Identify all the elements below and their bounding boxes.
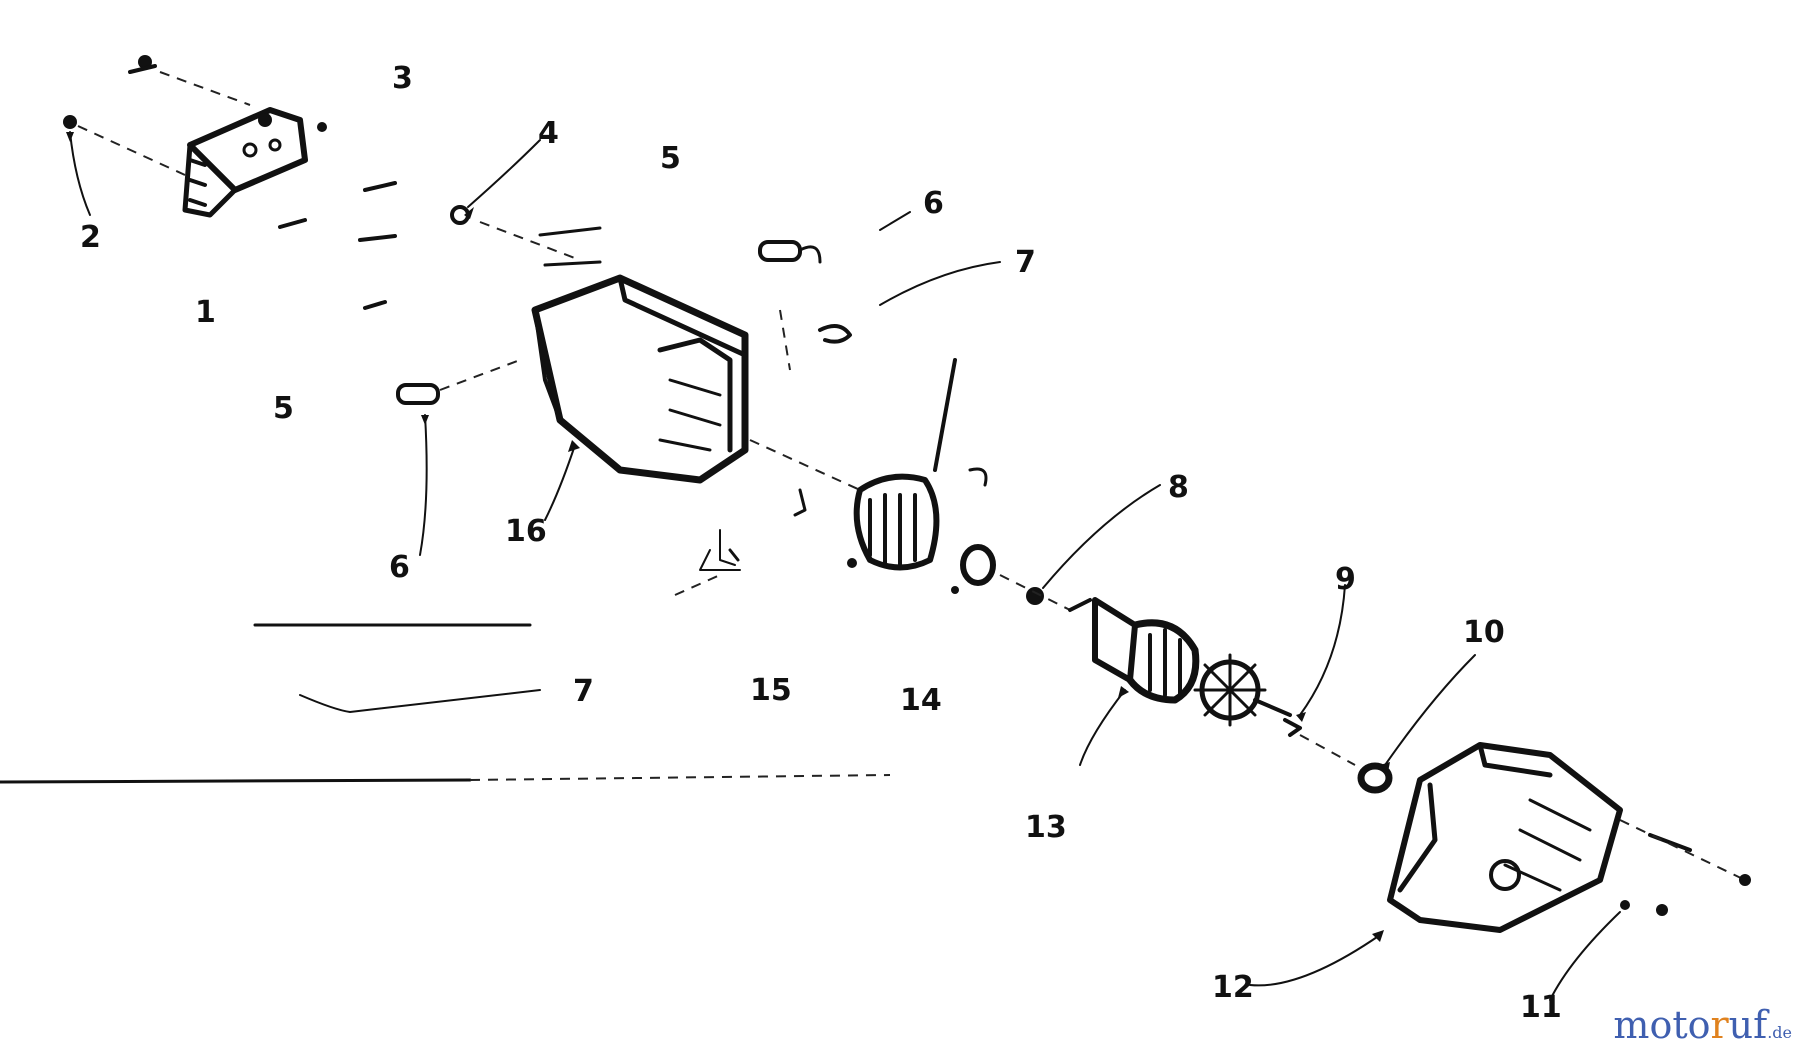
armature-part-13 <box>1068 597 1292 766</box>
screw-part-11 <box>1549 819 1751 1001</box>
callout-4: 4 <box>538 116 559 151</box>
leads-part-15 <box>674 549 741 596</box>
callout-7-upper: 7 <box>1015 245 1036 280</box>
motoruf-watermark: motoruf.de <box>1613 1003 1792 1047</box>
callout-13: 13 <box>1025 810 1067 845</box>
field-coil-part-14 <box>719 358 988 571</box>
gear-case-part-12 <box>1249 742 1623 987</box>
brush-spring-part-7 <box>779 261 1001 371</box>
watermark-main-left: moto <box>1613 1003 1711 1047</box>
callout-6-upper: 6 <box>923 186 944 221</box>
callout-2: 2 <box>80 220 101 255</box>
watermark-suffix: .de <box>1767 1023 1792 1042</box>
watermark-main-right: uf <box>1728 1003 1768 1047</box>
screw-part-2 <box>63 115 186 216</box>
callout-10: 10 <box>1463 615 1505 650</box>
callout-5-lower: 5 <box>273 391 294 426</box>
callout-1: 1 <box>195 295 216 330</box>
callout-11: 11 <box>1520 990 1562 1025</box>
callout-5-upper: 5 <box>660 141 681 176</box>
washer-part-9 <box>1283 584 1346 737</box>
callout-12: 12 <box>1212 970 1254 1005</box>
screw-part-4 <box>278 139 581 310</box>
reference-lines <box>0 623 891 784</box>
brush-holder-part-5 <box>396 226 822 405</box>
callout-15: 15 <box>750 673 792 708</box>
callout-6-lower: 6 <box>389 550 410 585</box>
callout-labels: 1 2 3 4 5 5 6 6 7 7 8 9 10 11 12 13 14 1… <box>80 61 1562 1025</box>
brush-part-6 <box>419 211 911 556</box>
bearing-part-8 <box>951 484 1161 611</box>
callout-16: 16 <box>505 514 547 549</box>
callout-14: 14 <box>900 683 942 718</box>
watermark-accent: r <box>1710 1003 1729 1047</box>
callout-7-lower: 7 <box>573 674 594 709</box>
bearing-part-10 <box>1299 654 1476 794</box>
callout-3: 3 <box>392 61 413 96</box>
switch-bracket-part <box>182 107 308 218</box>
callout-9: 9 <box>1335 562 1356 597</box>
callout-8: 8 <box>1168 470 1189 505</box>
motor-housing-part-16 <box>531 274 861 521</box>
screw-part-3 <box>128 55 327 132</box>
